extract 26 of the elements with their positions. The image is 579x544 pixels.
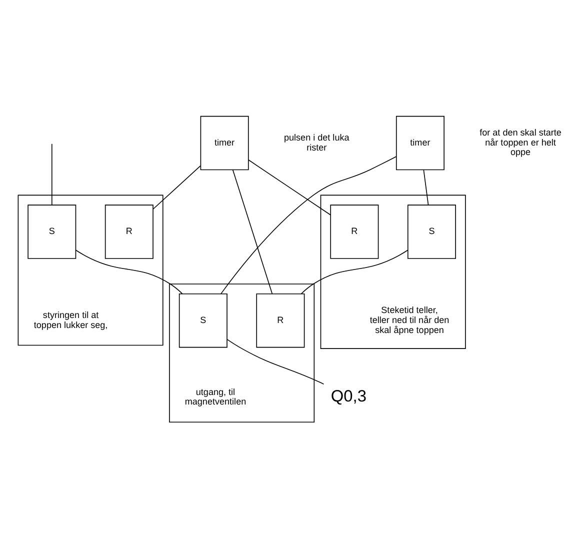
node-box: timer — [200, 115, 249, 170]
connector — [300, 249, 408, 294]
node-box: R — [256, 292, 305, 348]
node-box: timer — [396, 115, 444, 170]
cluster — [320, 194, 466, 348]
node-box: R — [330, 204, 379, 258]
connector — [51, 142, 52, 205]
connector — [220, 156, 397, 294]
node-box: S — [28, 204, 76, 258]
connector — [232, 168, 273, 294]
node-label: for at den skal starte når toppen er helt oppe — [480, 126, 562, 157]
node-box: S — [178, 292, 228, 348]
node-text: Q0,3 — [330, 387, 367, 406]
node-box: R — [104, 204, 154, 258]
node-label: utgang, til magnetventilen — [184, 386, 246, 406]
connector — [423, 168, 429, 205]
connector — [152, 164, 201, 209]
connector — [248, 159, 331, 215]
connector — [75, 249, 183, 294]
node-label: Steketid teller, teller ned til når den skal åpne toppen — [370, 304, 450, 334]
node-box: S — [407, 204, 456, 258]
connector — [226, 338, 324, 384]
node-label: styringen til at toppen lukker seg, — [34, 309, 108, 330]
cluster — [18, 194, 164, 346]
node-label: pulsen i det luka rister — [284, 132, 350, 152]
cluster — [169, 283, 315, 422]
